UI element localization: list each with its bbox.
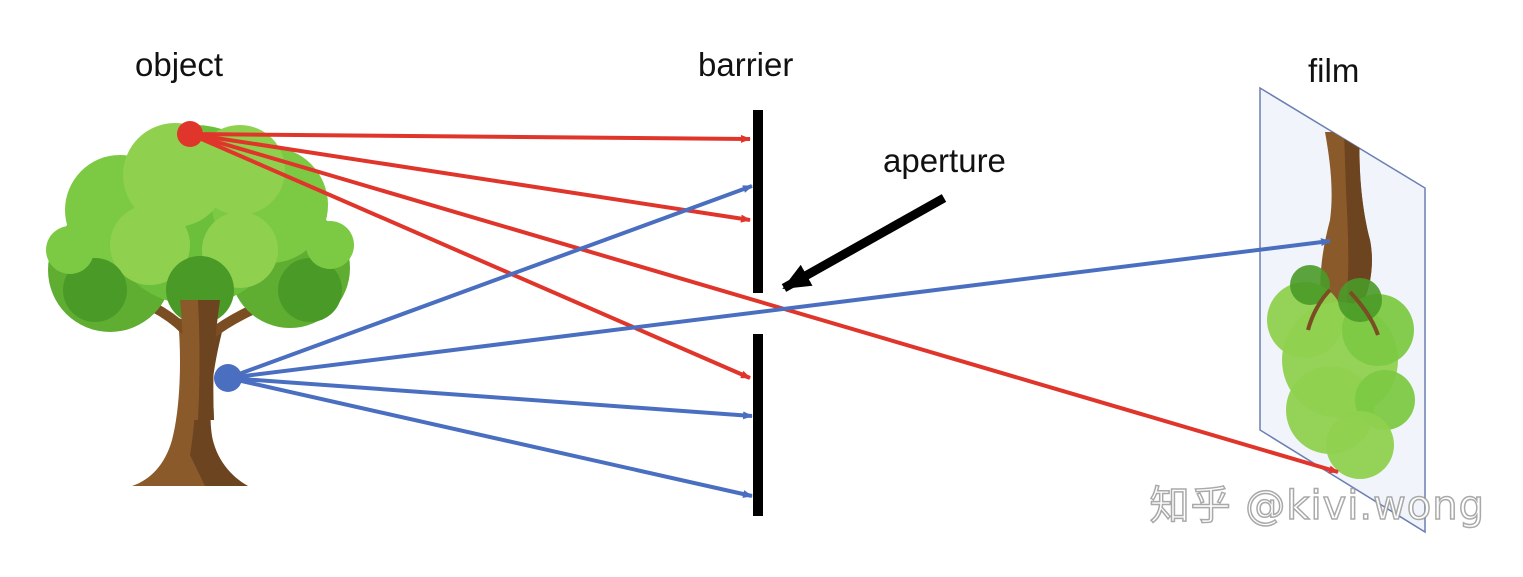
red-dot-icon xyxy=(177,121,203,147)
red-ray-through-aperture xyxy=(189,132,1339,474)
red-ray-3 xyxy=(189,132,751,380)
blue-ray-1 xyxy=(227,184,753,380)
tree-icon xyxy=(46,123,354,486)
red-rays xyxy=(189,132,1339,474)
blue-rays xyxy=(227,184,1331,498)
blue-ray-2 xyxy=(227,376,753,420)
barrier-label: barrier xyxy=(698,46,794,83)
inverted-tree-icon xyxy=(1267,132,1415,479)
pointer-arrow-icon xyxy=(781,194,947,292)
film-label: film xyxy=(1308,52,1360,89)
aperture-label: aperture xyxy=(883,142,1006,179)
film-plane xyxy=(1259,86,1426,534)
blue-ray-through-aperture xyxy=(227,238,1331,380)
red-ray-1 xyxy=(189,132,751,143)
watermark-text: 知乎 @kivi.wong xyxy=(1149,483,1485,529)
object-label: object xyxy=(135,46,224,83)
red-ray-2 xyxy=(189,132,751,223)
tree-foliage xyxy=(46,123,354,332)
blue-dot-icon xyxy=(214,364,242,392)
blue-ray-3 xyxy=(227,376,753,498)
